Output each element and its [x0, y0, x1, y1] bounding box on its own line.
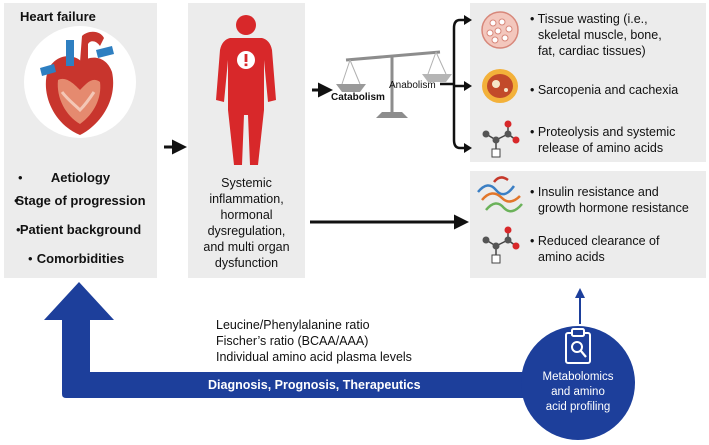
feedback-arrow — [44, 282, 560, 398]
amino-acid-molecule-icon-2 — [482, 226, 520, 264]
muscle-cross-section-icon — [482, 69, 518, 103]
biomarker-individual: Individual amino acid plasma levels — [216, 350, 412, 364]
amino-acid-molecule-icon — [482, 120, 520, 158]
systemic-text: Systemic inflammation, hormonal dysregul… — [203, 176, 290, 270]
outcome-sarcopenia: • Sarcopenia and cachexia — [530, 83, 679, 97]
factor-comorbidities: Comorbidities — [36, 251, 125, 266]
profiling-label: Metabolomics and amino acid profiling — [542, 371, 614, 413]
anabolism-label: Anabolism — [389, 80, 436, 91]
outcome-tissue-wasting: • Tissue wasting (i.e., skeletal muscle,… — [530, 12, 662, 58]
factor-aetiology: Aetiology — [50, 170, 111, 185]
catabolism-label: Catabolism — [331, 92, 385, 103]
profiling-up-arrow — [575, 288, 585, 324]
factor-background: Patient background — [19, 222, 142, 237]
tissue-icon — [481, 11, 519, 49]
outcomes-bottom-panel — [470, 171, 706, 278]
profiling-circle — [521, 326, 635, 440]
outcome-reduced-clearance: • Reduced clearance of amino acids — [530, 234, 660, 264]
protein-structure-icon — [477, 176, 523, 213]
biomarker-leu-phe: Leucine/Phenylalanine ratio — [216, 318, 370, 332]
human-figure-icon — [216, 15, 276, 165]
biomarker-list: Leucine/Phenylalanine ratio Fischer’s ra… — [216, 317, 412, 365]
clipboard-magnifier-icon — [565, 328, 591, 364]
outcome-insulin-resistance: • Insulin resistance and growth hormone … — [530, 185, 689, 215]
feedback-label: Diagnosis, Prognosis, Therapeutics — [208, 378, 421, 392]
heart-failure-title: Heart failure — [20, 9, 96, 24]
balance-scale-icon — [336, 50, 452, 118]
biomarker-fischer: Fischer’s ratio (BCAA/AAA) — [216, 334, 369, 348]
factor-stage: Stage of progression — [15, 193, 146, 208]
bracket-arrows — [440, 18, 468, 150]
outcome-proteolysis: • Proteolysis and systemic release of am… — [530, 125, 676, 155]
heart-icon — [24, 26, 136, 138]
